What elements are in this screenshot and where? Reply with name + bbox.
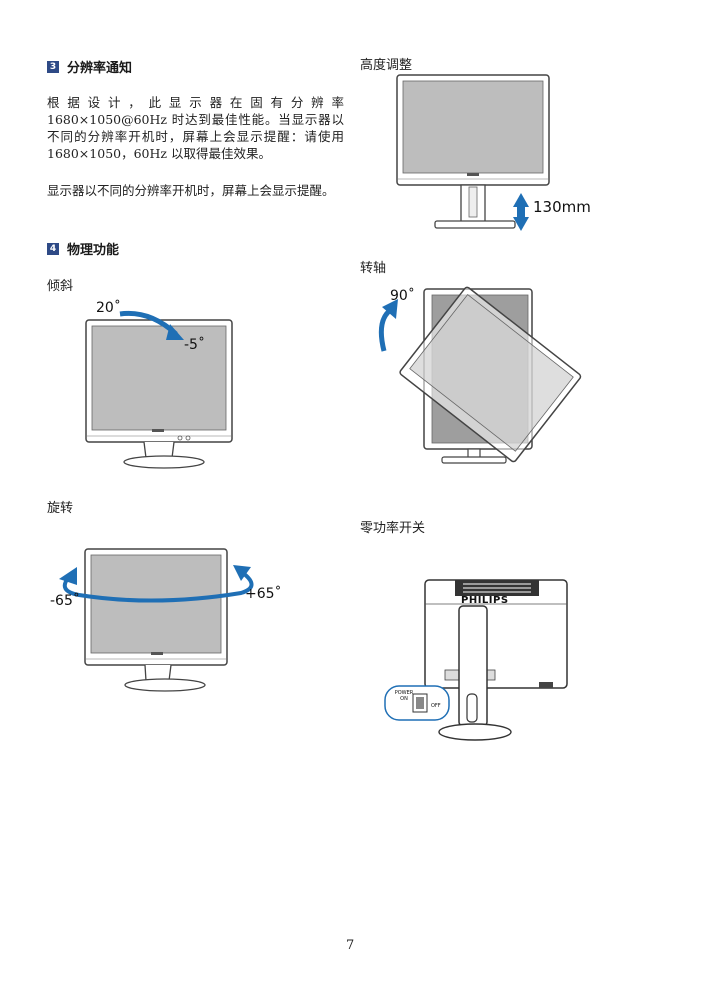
tilt-illustration (85, 310, 233, 469)
swivel-right-angle: +65˚ (245, 586, 282, 602)
tilt-label: 倾斜 (47, 279, 74, 294)
zero-power-illustration (384, 579, 568, 741)
brand-logo: PHILIPS (461, 595, 509, 606)
section-number-badge: 3 (47, 60, 59, 73)
pivot-angle: 90˚ (390, 288, 415, 304)
zero-power-label: 零功率开关 (360, 521, 426, 536)
power-off-label: OFF (431, 703, 441, 709)
section-title: 分辨率通知 (67, 61, 133, 76)
section-number-badge: 4 (47, 242, 59, 255)
swivel-illustration (59, 548, 254, 692)
pivot-illustration (378, 286, 582, 464)
section-4-heading: 4 物理功能 (47, 239, 119, 258)
swivel-left-angle: -65˚ (50, 593, 80, 609)
power-on-label: POWER ON (394, 690, 414, 702)
resolution-note: 显示器以不同的分辨率开机时，屏幕上会显示提醒。 (47, 183, 335, 198)
tilt-down-angle: -5˚ (184, 337, 205, 353)
height-illustration (396, 74, 550, 231)
resolution-paragraph: 根据设计，此显示器在固有分辨率1680×1050@60Hz 时达到最佳性能。当显… (47, 95, 344, 161)
swivel-label: 旋转 (47, 501, 74, 516)
page-number: 7 (346, 938, 355, 953)
section-title: 物理功能 (67, 243, 120, 258)
height-label: 高度调整 (360, 58, 413, 73)
section-3-heading: 3 分辨率通知 (47, 57, 132, 76)
tilt-up-angle: 20˚ (96, 300, 121, 316)
pivot-label: 转轴 (360, 261, 387, 276)
height-value: 130mm (533, 198, 591, 216)
